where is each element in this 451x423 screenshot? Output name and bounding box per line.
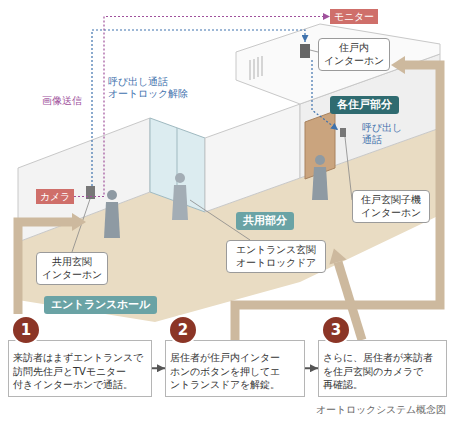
step-box: 居住者が住戸内インター ホンのボタンを押してエ ントランスドアを解錠。2 — [165, 340, 305, 397]
connector — [305, 367, 318, 369]
node-text: エントランス玄関 オートロックドア — [230, 244, 322, 269]
connector — [152, 367, 165, 369]
zone-label: 各住戸部分 — [330, 96, 399, 114]
node-text: 居住者が住戸内インター ホンのボタンを押してエ ントランスドアを解錠。 — [170, 351, 302, 392]
person-body — [104, 202, 120, 238]
radiator — [250, 56, 262, 80]
node-text: 来訪者はまずエントランスで 訪問先住戸とTVモニター 付きインターホンで通話。 — [13, 351, 149, 392]
person — [172, 173, 188, 220]
node-text: さらに、居住者が来訪者 を住戸玄関のカメラで 再確認。 — [323, 351, 444, 392]
zone-label: エントランスホール — [44, 296, 157, 314]
node-text: 2 — [170, 317, 196, 343]
door-callout: エントランス玄関 オートロックドア — [226, 240, 326, 273]
node-text: 3 — [323, 317, 349, 343]
radiator-bar — [262, 56, 263, 76]
person-head — [175, 173, 185, 183]
node-text: エントランスホール — [51, 298, 150, 312]
radiator-bar — [258, 57, 259, 77]
node-text: 1 — [13, 317, 39, 343]
signal-label: 呼び出し 通話 — [362, 122, 412, 146]
signal-label: 呼び出し通話 オートロック解除 — [108, 76, 192, 100]
radiator-bar — [250, 60, 251, 80]
entrance-panel — [86, 186, 95, 199]
signal-line — [92, 30, 305, 186]
monitor-tag: モニター — [330, 9, 378, 24]
leader-line — [345, 137, 352, 200]
node-text: 共用玄関 インターホン — [40, 256, 104, 281]
zone-label: 共用部分 — [236, 212, 294, 230]
node-text: モニター — [334, 10, 374, 23]
step-pointers — [18, 65, 440, 340]
connector — [74, 17, 330, 197]
leader-line — [310, 50, 318, 52]
step-box: さらに、居住者が来訪者 を住戸玄関のカメラで 再確認。3 — [318, 340, 447, 397]
camera-tag: カメラ — [36, 189, 74, 204]
figure-caption: オートロックシステム概念図 — [316, 404, 446, 416]
node-text: 住戸内 インターホン — [322, 42, 386, 67]
pointer-head — [329, 249, 346, 265]
edge-label: 画像送信 — [42, 95, 82, 107]
pointer-head — [391, 56, 405, 74]
person — [312, 155, 328, 200]
step-pointer — [235, 65, 440, 340]
corridor-wall — [205, 104, 300, 212]
person — [104, 190, 120, 238]
radiator-bar — [254, 59, 255, 79]
person-head — [107, 190, 117, 200]
leader-lines — [72, 50, 352, 252]
step-box: 来訪者はまずエントランスで 訪問先住戸とTVモニター 付きインターホンで通話。1 — [8, 340, 152, 397]
callout-number: 3 — [321, 315, 351, 345]
leader-line — [72, 199, 90, 252]
pointer-head — [72, 213, 86, 231]
callout-number: 2 — [168, 315, 198, 345]
node-text: 各住戸部分 — [337, 98, 392, 112]
intercom-callout: 住戸玄関子機 インターホン — [352, 190, 430, 223]
person-body — [312, 167, 328, 200]
door-intercom — [340, 128, 346, 137]
intercom-callout: 住戸内 インターホン — [318, 38, 390, 71]
callout-number: 1 — [11, 315, 41, 345]
node-text: カメラ — [40, 190, 70, 203]
intercom-callout: 共用玄関 インターホン — [36, 252, 108, 285]
node-text: 住戸玄関子機 インターホン — [356, 194, 426, 219]
person-head — [315, 155, 325, 165]
room-monitor — [300, 44, 310, 58]
node-text: 共用部分 — [243, 214, 287, 228]
person-body — [172, 185, 188, 220]
